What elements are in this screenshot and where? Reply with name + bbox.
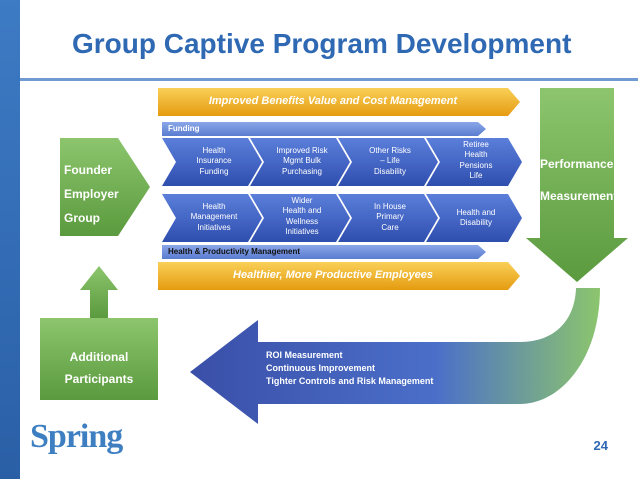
chevron-improved-risk <box>250 138 350 186</box>
chevron-health-mgmt <box>162 194 262 242</box>
health-item-4: Health and Disability <box>456 208 496 228</box>
title-divider <box>20 78 638 81</box>
funding-label: Funding <box>168 124 200 133</box>
top-banner-arrow <box>158 88 520 116</box>
performance-measurement-label: Performance Measurement <box>540 148 620 212</box>
hpm-band <box>162 245 486 259</box>
funding-band <box>162 122 486 136</box>
founder-line-2: Employer <box>64 187 119 201</box>
up-arrow-icon <box>80 266 118 318</box>
funding-item-1: Health Insurance Funding <box>196 146 232 176</box>
roi-line-3: Tighter Controls and Risk Management <box>266 376 434 386</box>
top-banner-label: Improved Benefits Value and Cost Managem… <box>208 95 458 107</box>
page-number: 24 <box>593 438 608 453</box>
founder-line-1: Founder <box>64 163 112 177</box>
chevron-in-house <box>338 194 438 242</box>
chevron-retiree <box>426 138 522 186</box>
performance-line-2: Measurement <box>540 189 618 203</box>
additional-participants-box <box>40 318 158 400</box>
health-item-1: Health Management Initiatives <box>190 202 238 232</box>
founder-employer-group-label: Founder Employer Group <box>64 158 119 230</box>
chevron-other-risks <box>338 138 438 186</box>
roi-text: ROI Measurement Continuous Improvement T… <box>266 349 433 388</box>
funding-item-3: Other Risks – Life Disability <box>369 146 411 176</box>
bottom-banner-label: Healthier, More Productive Employees <box>233 269 433 281</box>
health-item-3: In House Primary Care <box>373 202 407 232</box>
roi-line-1: ROI Measurement <box>266 350 343 360</box>
roi-curved-arrow <box>190 288 600 424</box>
performance-line-1: Performance <box>540 157 614 171</box>
performance-arrow <box>526 88 628 282</box>
bottom-banner-arrow <box>158 262 520 290</box>
spring-logo: Spring <box>30 418 123 455</box>
page-title: Group Captive Program Development <box>72 28 572 59</box>
health-item-2: Wider Health and Wellness Initiatives <box>282 196 322 237</box>
left-accent-bar <box>0 0 20 479</box>
additional-line-2: Participants <box>64 372 134 386</box>
roi-line-2: Continuous Improvement <box>266 363 376 373</box>
additional-line-1: Additional <box>69 350 129 364</box>
founder-arrow <box>60 138 150 236</box>
founder-line-3: Group <box>64 211 100 225</box>
additional-participants-label: Additional Participants <box>40 346 158 390</box>
chevron-wider-health <box>250 194 350 242</box>
hpm-label: Health & Productivity Management <box>168 247 301 256</box>
chevron-health-disability <box>426 194 522 242</box>
funding-item-2: Improved Risk Mgmt Bulk Purchasing <box>276 146 328 176</box>
chevron-health-insurance <box>162 138 262 186</box>
funding-item-4: Retiree Health Pensions Life <box>459 140 493 181</box>
